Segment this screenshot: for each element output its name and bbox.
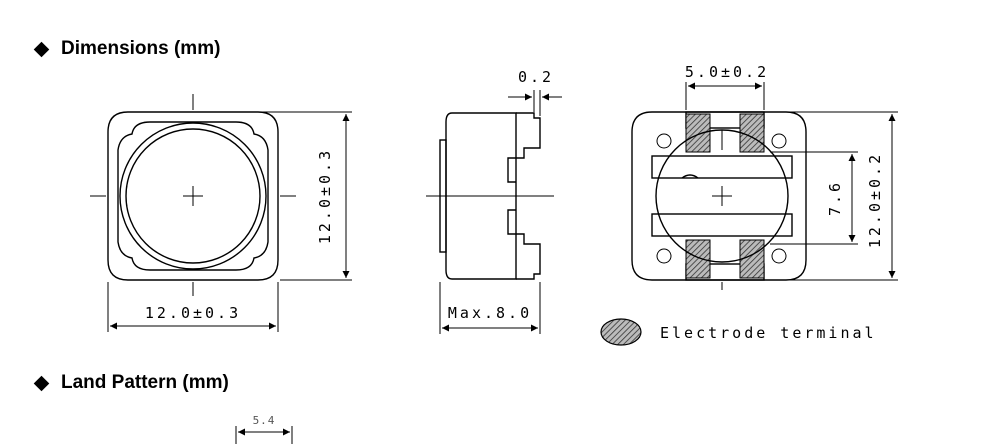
dimensions-heading: Dimensions (mm) <box>33 38 221 60</box>
bottom-hole-br <box>771 248 787 264</box>
bottom-slot-bottom <box>651 213 793 237</box>
side-height-label: Max.8.0 <box>448 304 532 322</box>
front-inner-outline <box>117 121 269 271</box>
electrode-legend: Electrode terminal <box>600 318 877 346</box>
front-inner-ring <box>125 128 261 264</box>
bottom-pitch-label: 7.6 <box>826 180 844 216</box>
electrode-bottom-left <box>685 239 711 279</box>
hatched-ellipse-icon <box>600 318 642 346</box>
land-pattern-title: Land Pattern (mm) <box>61 372 229 393</box>
bottom-view: 5.0±0.2 7.6 12.0±0.2 <box>631 63 898 290</box>
electrode-top-right <box>739 113 765 153</box>
front-height-label: 12.0±0.3 <box>316 148 334 244</box>
bottom-hole-tr <box>771 133 787 149</box>
bottom-slot-top <box>651 155 793 179</box>
bottom-height-label: 12.0±0.2 <box>866 152 884 248</box>
bottom-width-label: 5.0±0.2 <box>685 63 769 81</box>
electrode-legend-label: Electrode terminal <box>660 324 877 342</box>
side-thickness-label: 0.2 <box>518 68 554 86</box>
land-pattern-heading: Land Pattern (mm) <box>33 372 229 394</box>
bottom-hole-bl <box>656 248 672 264</box>
electrode-bottom-right <box>739 239 765 279</box>
land-width-label: 5.4 <box>253 414 276 427</box>
dimensions-title: Dimensions (mm) <box>61 38 221 59</box>
electrode-top-left <box>685 113 711 153</box>
side-view: 0.2 Max.8.0 <box>426 68 562 334</box>
front-width-label: 12.0±0.3 <box>145 304 241 322</box>
side-terminal-top <box>507 112 541 183</box>
front-body-outline <box>107 111 279 281</box>
side-body-outline <box>445 112 517 280</box>
front-outer-ring <box>119 122 267 270</box>
bottom-hole-tl <box>656 133 672 149</box>
land-pattern-view: 5.4 <box>235 414 293 444</box>
front-view: 12.0±0.3 12.0±0.3 <box>90 94 352 332</box>
bottom-notch <box>681 174 699 179</box>
side-terminal-bottom <box>507 209 541 280</box>
